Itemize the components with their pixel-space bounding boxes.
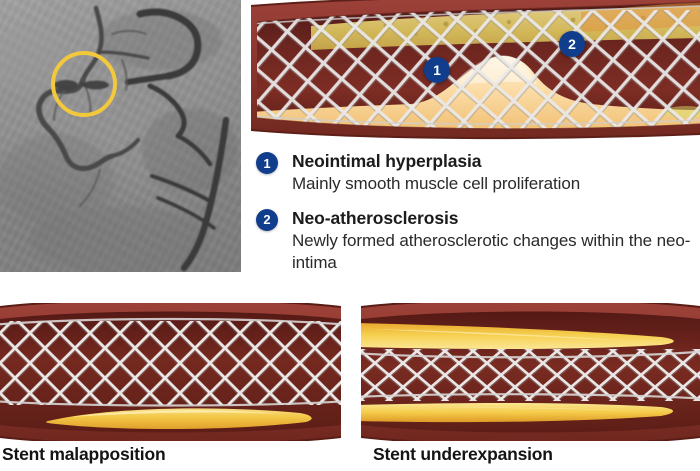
legend-badge-1: 1 [256,152,278,174]
restenosis-vessel-svg [251,0,700,140]
coronary-angiogram-image [0,0,241,272]
legend-item-neointimal-hyperplasia: 1 Neointimal hyperplasia Mainly smooth m… [256,150,696,195]
caption-stent-malapposition: Stent malapposition [2,444,166,464]
callout-badge-2: 2 [559,31,585,57]
legend-text-1: Neointimal hyperplasia Mainly smooth mus… [292,150,696,195]
legend-subtitle-2: Newly formed atherosclerotic changes wit… [292,230,691,272]
caption-stent-underexpansion: Stent underexpansion [373,444,553,464]
lesion-highlight-circle-icon [51,51,117,117]
legend-title-2: Neo-atherosclerosis [292,207,459,228]
angiogram-vessel-tree [0,5,238,272]
legend-text-2: Neo-atherosclerosis Newly formed atheros… [292,207,696,274]
callout-badge-1: 1 [424,57,450,83]
stent-malapposition-illustration [0,303,341,441]
legend-badge-2: 2 [256,208,278,231]
legend-title-1: Neointimal hyperplasia [292,151,482,171]
malapposition-vessel-svg [0,303,341,441]
legend-item-neo-atherosclerosis: 2 Neo-atherosclerosis Newly formed ather… [256,207,696,274]
underexpansion-vessel-svg [361,303,700,441]
legend: 1 Neointimal hyperplasia Mainly smooth m… [256,150,696,285]
stent-underexpansion-illustration [361,303,700,441]
legend-subtitle-1: Mainly smooth muscle cell proliferation [292,174,581,194]
in-stent-restenosis-illustration [251,0,700,142]
